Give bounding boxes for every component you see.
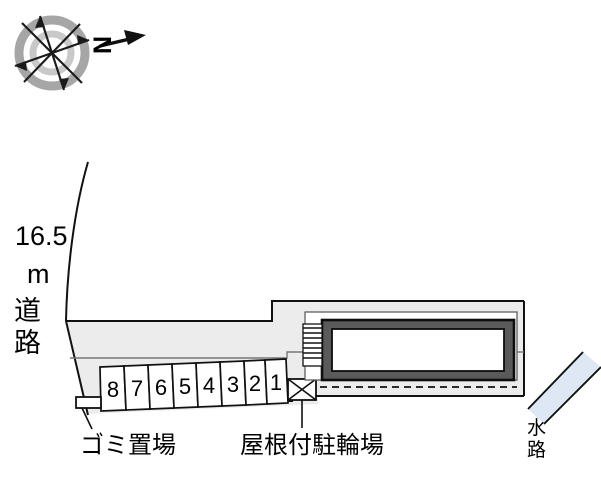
parking-stall-label: 1 <box>270 370 282 395</box>
compass-rose-icon <box>14 15 90 91</box>
road-boundary-line <box>65 161 89 322</box>
stairs-icon <box>302 323 323 367</box>
road-label-line4: 路 <box>14 328 41 358</box>
parking-stall[interactable]: 6 <box>147 363 175 410</box>
building-interior <box>331 328 505 372</box>
garbage-leader-line <box>81 407 93 430</box>
parking-stall-label: 2 <box>249 371 261 396</box>
parking-stall-label: 5 <box>179 374 191 399</box>
parking-stall-label: 6 <box>155 375 167 400</box>
parking-stall-label: 7 <box>131 376 143 401</box>
garbage-area-label: ゴミ置場 <box>80 432 176 459</box>
parking-stall[interactable]: 5 <box>171 362 199 409</box>
parking-stall[interactable]: 3 <box>219 360 247 407</box>
waterway-label-char2: 路 <box>527 439 546 461</box>
waterway-band <box>527 351 601 425</box>
road-label-line3: 道 <box>14 296 41 326</box>
parking-stall-label: 4 <box>203 373 215 398</box>
garbage-area-symbol[interactable] <box>75 396 102 409</box>
parking-stall-label: 8 <box>107 377 119 402</box>
road-label: 16.5 m 道 路 <box>14 221 68 358</box>
north-arrow-icon <box>99 30 146 48</box>
bicycle-parking-symbol[interactable] <box>287 378 317 401</box>
parking-stall[interactable]: 4 <box>195 361 223 408</box>
parking-stall-group: 8 7 6 5 4 3 2 1 <box>99 358 289 412</box>
bicycle-parking-label: 屋根付駐輪場 <box>240 432 384 459</box>
road-label-line1: 16.5 <box>15 221 68 251</box>
parking-stall[interactable]: 8 <box>99 365 127 412</box>
road-label-line2: m <box>27 259 50 289</box>
parking-stall[interactable]: 2 <box>243 359 268 406</box>
waterway-label-char1: 水 <box>527 417 546 439</box>
parking-stall-label: 3 <box>227 372 239 397</box>
north-label: N <box>89 36 117 54</box>
parking-stall[interactable]: 1 <box>264 358 289 405</box>
parking-stall[interactable]: 7 <box>123 364 151 411</box>
